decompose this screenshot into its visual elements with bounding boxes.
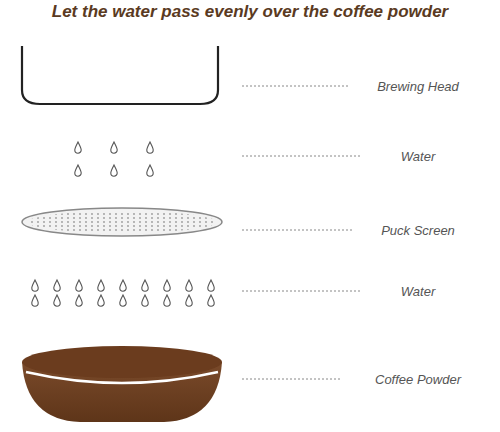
leader-lines: [242, 86, 362, 379]
water-drop: [54, 280, 60, 291]
water-drop: [98, 280, 104, 291]
water-drop: [76, 295, 82, 306]
screen-holes: [28, 211, 216, 233]
water-drop: [147, 165, 153, 176]
water-drop: [75, 165, 81, 176]
coffee-surface: [22, 346, 222, 378]
brewing-head: [22, 46, 218, 104]
water-drop: [120, 280, 126, 291]
water-drop: [75, 142, 81, 153]
water-drop: [142, 295, 148, 306]
part-label: Water: [399, 284, 437, 299]
water-drop: [142, 280, 148, 291]
part-label: Coffee Powder: [373, 372, 463, 387]
part-label: Water: [399, 149, 437, 164]
water-drop: [147, 142, 153, 153]
water-drop: [32, 280, 38, 291]
water-drop: [164, 280, 170, 291]
water-drop: [186, 280, 192, 291]
diagram-title: Let the water pass evenly over the coffe…: [52, 2, 449, 22]
water-drop: [98, 295, 104, 306]
water-drop: [32, 295, 38, 306]
water-drop: [186, 295, 192, 306]
water-drop: [111, 142, 117, 153]
water-drop: [111, 165, 117, 176]
water-drop: [164, 295, 170, 306]
water-drop: [120, 295, 126, 306]
water-drop: [54, 295, 60, 306]
puck-screen: [22, 208, 222, 236]
bowl-rim: [26, 372, 218, 383]
part-label: Brewing Head: [375, 79, 461, 94]
water-drop: [76, 280, 82, 291]
water-drop: [208, 295, 214, 306]
part-label: Puck Screen: [379, 223, 457, 238]
water-drop: [208, 280, 214, 291]
